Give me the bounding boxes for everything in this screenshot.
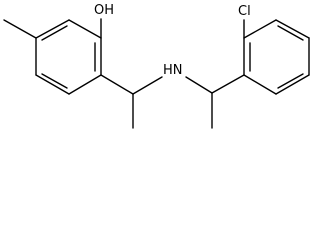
bond: [35, 74, 70, 95]
chloro-label: Cl: [238, 4, 251, 19]
double-bond: [277, 25, 304, 41]
double-bond: [277, 73, 304, 89]
chlorophenyl-ring: [243, 19, 310, 95]
bond: [35, 19, 70, 39]
methyl-bond: [3, 19, 37, 39]
bond: [275, 19, 310, 39]
bond: [243, 19, 277, 39]
double-bond: [41, 25, 68, 41]
structure-diagram: OH HN Cl: [3, 3, 310, 129]
bond: [100, 74, 134, 95]
bond: [275, 74, 310, 95]
bond: [243, 74, 277, 95]
bond: [68, 19, 102, 39]
bond: [68, 74, 102, 95]
bond: [132, 76, 163, 95]
bond: [211, 74, 245, 94]
phenol-ring: [35, 19, 102, 95]
amine-label: HN: [163, 63, 183, 78]
hydroxyl-label: OH: [94, 3, 114, 18]
structure-canvas: OH HN Cl: [3, 3, 310, 129]
double-bond: [41, 73, 68, 89]
bond: [185, 76, 213, 94]
